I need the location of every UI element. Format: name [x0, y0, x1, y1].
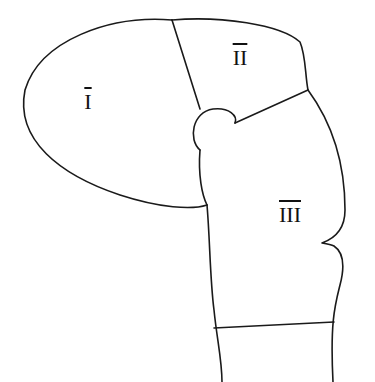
region-label: III	[275, 201, 305, 229]
region-three-right-outline	[308, 90, 345, 382]
neck-left-outline	[207, 205, 222, 382]
knob-outline	[193, 109, 235, 150]
region-one-three-boundary	[199, 150, 207, 205]
region-one-two-boundary	[172, 20, 200, 109]
region-label: I	[80, 88, 95, 116]
region-label: II	[229, 44, 252, 72]
region-two-three-boundary	[235, 90, 308, 123]
lower-band-line	[214, 322, 334, 328]
region-one-outline	[24, 19, 207, 207]
region-two-top-outline	[172, 19, 308, 90]
